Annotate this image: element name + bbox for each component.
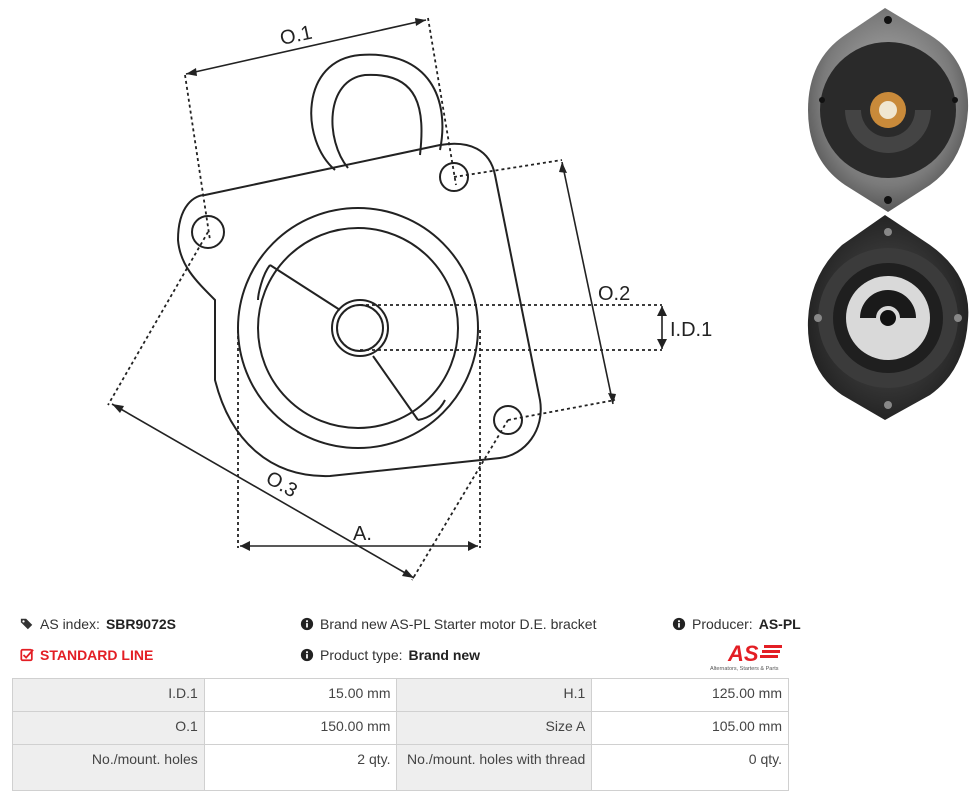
check-square-icon [20,648,34,662]
description: Brand new AS-PL Starter motor D.E. brack… [300,616,597,632]
drawing-hole-left [191,215,225,249]
spec-label: No./mount. holes with thread [396,744,593,791]
label-a: A. [353,523,372,545]
drawing-loop-inner [331,73,423,169]
drawing-plate-outline [176,142,542,478]
spec-value: 105.00 mm [591,711,789,745]
as-index-label: AS index: [40,616,100,632]
svg-text:AS: AS [727,641,759,666]
spec-label: O.1 [12,711,205,745]
svg-text:Alternators, Starters & Parts: Alternators, Starters & Parts [710,666,779,672]
label-o2: O.2 [598,283,630,305]
product-photo [807,8,969,420]
standard-line-label: STANDARD LINE [40,647,154,663]
spec-label: Size A [396,711,593,745]
table-row: I.D.1 15.00 mm H.1 125.00 mm [12,678,789,712]
spec-value: 150.00 mm [203,711,398,745]
label-id1: I.D.1 [670,319,712,341]
as-index-value: SBR9072S [105,616,176,632]
description-text: Brand new AS-PL Starter motor D.E. brack… [320,616,597,632]
product-type-label: Product type: [320,647,403,663]
product-type: Product type: Brand new [300,647,480,663]
standard-line: STANDARD LINE [20,647,153,663]
technical-drawing: O.1 O.2 I.D.1 O.3 A. [107,17,712,581]
product-info: AS index: SBR9072S STANDARD LINE Brand n… [18,612,801,678]
as-logo: AS Alternators, Starters & Parts [710,641,782,672]
info-icon [300,617,314,631]
tags-icon [20,618,33,630]
drawing-sector [257,264,446,421]
spec-value: 125.00 mm [591,678,789,712]
drawing-hole-top-right [439,162,469,192]
drawing-bore-outer [331,299,389,357]
product-type-value: Brand new [408,647,481,663]
drawing-loop [310,53,444,171]
producer-label: Producer: [692,616,753,632]
spec-value: 0 qty. [591,744,789,791]
spec-label: No./mount. holes [12,744,205,791]
as-index: AS index: SBR9072S [20,616,176,632]
spec-label: H.1 [396,678,593,712]
drawing-inner-circle [257,227,459,429]
specs-table: I.D.1 15.00 mm H.1 125.00 mm O.1 150.00 … [12,678,789,791]
drawing-hole-bottom-right [493,405,523,435]
spec-value: 15.00 mm [203,678,398,712]
drawing-bore-inner [336,304,384,352]
photo-back-view [807,215,969,420]
table-row: O.1 150.00 mm Size A 105.00 mm [12,711,789,745]
info-icon [300,648,314,662]
info-icon [672,617,686,631]
producer-value: AS-PL [758,616,801,632]
producer: Producer: AS-PL [672,616,801,632]
spec-value: 2 qty. [203,744,398,791]
spec-label: I.D.1 [12,678,205,712]
photo-front-view [808,8,969,212]
table-row: No./mount. holes 2 qty. No./mount. holes… [12,744,789,791]
drawing-outer-circle [237,207,479,449]
